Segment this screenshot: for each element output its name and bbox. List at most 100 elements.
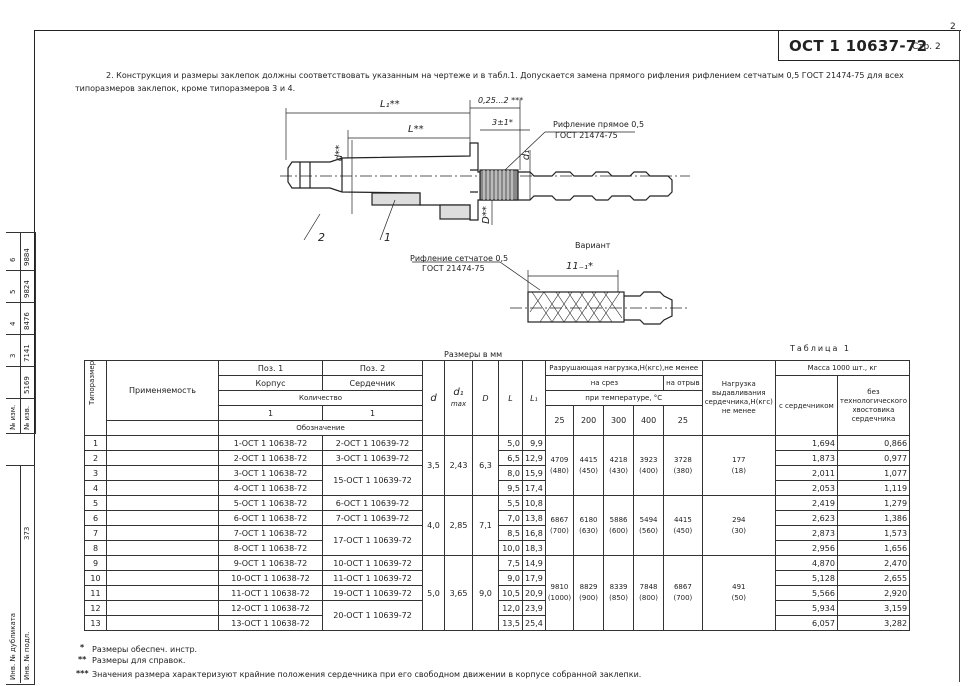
group-load: 4218 (430) (603, 435, 635, 496)
dim-L: L** (408, 124, 424, 135)
row-mass-nocore: 2,655 (836, 570, 911, 586)
row-mass-core: 2,623 (774, 510, 838, 526)
row-pos2: 20-ОСТ 1 10639-72 (322, 600, 423, 631)
row-mass-nocore: 0,866 (836, 435, 911, 451)
row-mass-core: 2,419 (774, 495, 838, 511)
row-L1: 17,4 (522, 480, 546, 496)
row-L1: 9,9 (522, 435, 546, 451)
temp-25a: 25 (544, 405, 575, 436)
row-pos2: 6-ОСТ 1 10639-72 (322, 495, 423, 511)
temp-25b: 25 (663, 405, 703, 436)
knurl-mesh-2: ГОСТ 21474-75 (422, 264, 485, 273)
row-mass-core: 2,956 (774, 540, 838, 556)
col-shear: на срез (544, 375, 665, 391)
group-load: 5494 (560) (633, 495, 665, 556)
group-load: 4415 (450) (573, 435, 605, 496)
row-mass-nocore: 3,282 (836, 615, 911, 631)
page-label: Стр. 2 (912, 42, 941, 52)
row-pos2: 10-ОСТ 1 10639-72 (322, 555, 423, 571)
row-mass-core: 5,566 (774, 585, 838, 601)
dim-gap: 0,25...2 *** (478, 96, 524, 105)
row-mass-nocore: 1,077 (836, 465, 911, 481)
row-number: 3 (84, 465, 107, 481)
strip-v-izm: № изм. (9, 404, 17, 430)
row-L: 8,5 (498, 525, 523, 541)
col-mass-nocore: без технологического хвостовика сердечни… (836, 375, 911, 436)
row-mass-core: 2,873 (774, 525, 838, 541)
col-pos2-l1: Поз. 2 (322, 360, 423, 376)
row-pos1: 6-ОСТ 1 10638-72 (218, 510, 323, 526)
row-applicability (106, 450, 219, 466)
row-pos1: 13-ОСТ 1 10638-72 (218, 615, 323, 631)
row-pos2: 19-ОСТ 1 10639-72 (322, 585, 423, 601)
row-L: 9,5 (498, 480, 523, 496)
col-mass-core: с сердечником (774, 375, 838, 436)
col-d1-label: d₁ (453, 386, 464, 398)
temp-200: 200 (573, 405, 605, 436)
row-L1: 15,9 (522, 465, 546, 481)
row-pos1: 1-ОСТ 1 10638-72 (218, 435, 323, 451)
row-pos1: 10-ОСТ 1 10638-72 (218, 570, 323, 586)
row-L: 12,0 (498, 600, 523, 616)
col-kolichestvo: Количество (218, 390, 423, 406)
col-qty2: 1 (322, 405, 423, 421)
row-pos1: 11-ОСТ 1 10638-72 (218, 585, 323, 601)
row-L: 8,0 (498, 465, 523, 481)
row-mass-nocore: 1,386 (836, 510, 911, 526)
col-L1: L₁ (522, 360, 546, 436)
row-number: 2 (84, 450, 107, 466)
row-applicability (106, 435, 219, 451)
dim-d: d** (334, 144, 346, 162)
row-mass-core: 5,934 (774, 600, 838, 616)
col-pos1-l1: Поз. 1 (218, 360, 323, 376)
row-applicability (106, 555, 219, 571)
row-pos2: 11-ОСТ 1 10639-72 (322, 570, 423, 586)
group-load: 6867 (700) (544, 495, 575, 556)
row-pos1: 4-ОСТ 1 10638-72 (218, 480, 323, 496)
row-pos2: 3-ОСТ 1 10639-72 (322, 450, 423, 466)
note-1: Размеры обеспеч. инстр. (92, 645, 198, 654)
row-number: 4 (84, 480, 107, 496)
row-mass-nocore: 0,977 (836, 450, 911, 466)
col-mass: Масса 1000 шт., кг (774, 360, 911, 376)
row-number: 6 (84, 510, 107, 526)
rivet-table: Типоразмер Применяемость Поз. 1 Поз. 2 d… (84, 360, 911, 631)
group-load: 8829 (900) (573, 555, 605, 631)
dim-variant: 11₋₁* (566, 261, 594, 272)
strip-col-3: 3 (9, 353, 17, 358)
row-L1: 20,9 (522, 585, 546, 601)
row-applicability (106, 615, 219, 631)
row-L1: 18,3 (522, 540, 546, 556)
group-load: 9810 (1000) (544, 555, 575, 631)
row-pos2: 15-ОСТ 1 10639-72 (322, 465, 423, 496)
col-D: D (472, 360, 499, 436)
row-number: 8 (84, 540, 107, 556)
col-load: Разрушающая нагрузка,Н(кгс),не менее (544, 360, 703, 376)
row-pos2: 2-ОСТ 1 10639-72 (322, 435, 423, 451)
knurl-mesh-1: Рифление сетчатое 0,5 (410, 254, 509, 263)
strip-n-izv: № изв. (23, 405, 31, 430)
row-L1: 25,4 (522, 615, 546, 631)
row-applicability (106, 525, 219, 541)
row-pos1: 7-ОСТ 1 10638-72 (218, 525, 323, 541)
group-d1: 2,85 (444, 495, 473, 556)
row-mass-core: 4,870 (774, 555, 838, 571)
row-number: 13 (84, 615, 107, 631)
row-mass-core: 6,057 (774, 615, 838, 631)
group-d1: 2,43 (444, 435, 473, 496)
side-strip-box-b (20, 232, 36, 434)
group-pullout: 294 (30) (701, 495, 776, 556)
row-pos1: 9-ОСТ 1 10638-72 (218, 555, 323, 571)
col-L: L (498, 360, 523, 436)
row-L: 6,5 (498, 450, 523, 466)
row-L1: 14,9 (522, 555, 546, 571)
row-L1: 12,9 (522, 450, 546, 466)
dim-D: D** (480, 206, 492, 224)
